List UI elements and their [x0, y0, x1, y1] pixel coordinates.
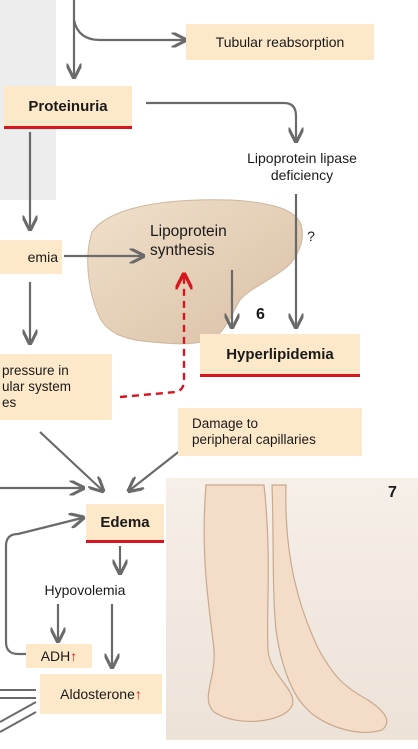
hyperlipidemia-box: Hyperlipidemia	[200, 334, 360, 377]
tubular-reabsorption-box: Tubular reabsorption	[186, 24, 374, 60]
step-number-7: 7	[388, 484, 397, 502]
proteinuria-box: Proteinuria	[4, 86, 132, 129]
edema-label: Edema	[100, 514, 149, 531]
hypoalbuminemia-box: emia	[0, 240, 62, 274]
hypovolemia-label: Hypovolemia	[30, 582, 140, 599]
red-up-arrow-icon: ↑	[70, 648, 77, 664]
lipoprotein-synthesis-label: Lipoprotein synthesis	[150, 222, 260, 260]
capillary-damage-box: Damage to peripheral capillaries	[178, 408, 362, 456]
hyperlipidemia-label: Hyperlipidemia	[226, 346, 334, 363]
adh-label: ADH	[41, 648, 71, 664]
aldosterone-label: Aldosterone	[60, 686, 135, 702]
aldosterone-box: Aldosterone ↑	[40, 674, 162, 714]
adh-box: ADH ↑	[26, 644, 92, 668]
question-mark-label: ?	[304, 228, 318, 245]
pressure-box: pressure in ular system es	[0, 354, 112, 420]
step-number-6: 6	[256, 306, 265, 324]
tubular-reabsorption-label: Tubular reabsorption	[216, 34, 345, 50]
proteinuria-label: Proteinuria	[28, 98, 107, 115]
capillary-damage-label: Damage to peripheral capillaries	[192, 416, 316, 448]
lipase-deficiency-label: Lipoprotein lipase deficiency	[222, 150, 382, 184]
red-up-arrow-icon: ↑	[135, 686, 142, 702]
edema-box: Edema	[86, 504, 164, 543]
hypoalbuminemia-label: emia	[28, 249, 58, 265]
pressure-label: pressure in ular system es	[2, 363, 71, 411]
